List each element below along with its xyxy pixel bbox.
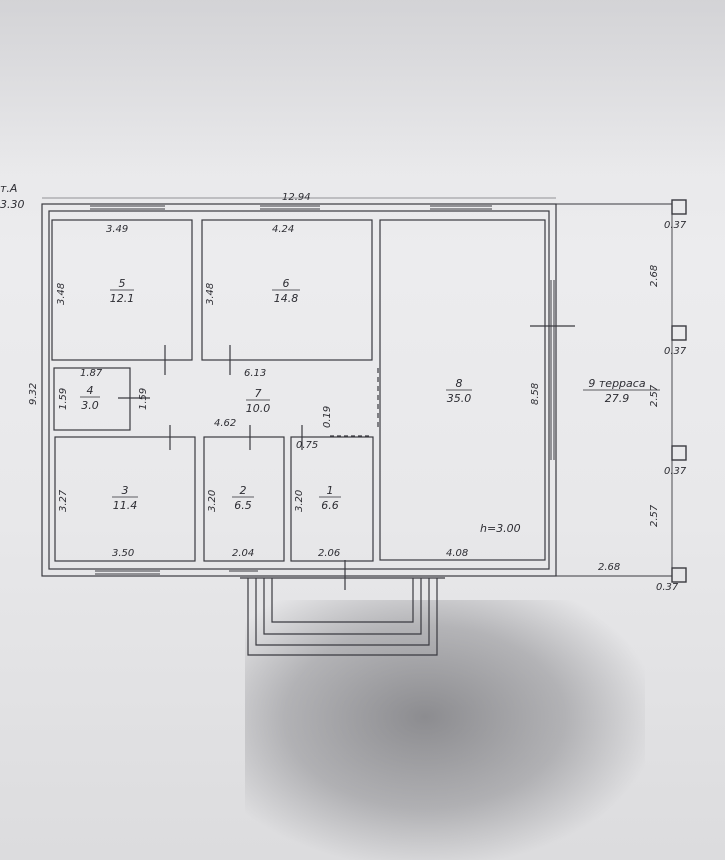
room-area: 6.6 xyxy=(321,499,339,512)
room-3-label: 3 11.4 xyxy=(112,484,138,512)
room-number: 2 xyxy=(240,484,247,497)
room-8-label: 8 35.0 xyxy=(446,377,472,405)
room-5-outline xyxy=(51,219,193,361)
room5-height-dim: 3.48 xyxy=(56,283,67,305)
room-1-label: 1 6.6 xyxy=(319,484,341,512)
room-area: 11.4 xyxy=(113,499,138,512)
room-5-label: 5 12.1 xyxy=(110,277,135,305)
room-4-outline xyxy=(53,367,131,431)
terrace-outline xyxy=(556,203,673,577)
room-1-outline xyxy=(290,436,374,562)
room-area: 14.8 xyxy=(274,292,299,305)
top-shade xyxy=(0,0,725,170)
post-size-1: 0.37 xyxy=(664,220,687,231)
hall-width-dim: 6.13 xyxy=(244,368,266,379)
terrace-span-2-dim: 2.57 xyxy=(649,384,660,407)
post-size-4: 0.37 xyxy=(656,582,679,593)
room-number: 3 xyxy=(122,484,129,497)
corridor-width-dim: 4.62 xyxy=(214,418,236,429)
room-number: 6 xyxy=(283,277,290,290)
room5-width-dim: 3.49 xyxy=(106,224,128,235)
room8-width-dim: 4.08 xyxy=(446,548,468,559)
room-area: 10.0 xyxy=(246,402,271,415)
terrace-posts xyxy=(671,199,687,583)
room3-width-dim: 3.50 xyxy=(112,548,134,559)
room-3-outline xyxy=(54,436,196,562)
corridor-gap-dim: 0.19 xyxy=(322,406,333,428)
post-size-3: 0.37 xyxy=(664,466,687,477)
room3-height-dim: 3.27 xyxy=(58,489,69,512)
room6-height-dim: 3.48 xyxy=(205,283,216,305)
terrace-span-1-dim: 2.68 xyxy=(649,265,660,287)
room-number: 1 xyxy=(327,484,334,497)
phone-shadow xyxy=(245,600,645,860)
room1-height-dim: 3.20 xyxy=(294,490,305,512)
room-area: 12.1 xyxy=(110,292,135,305)
overall-depth-dim: 9.32 xyxy=(28,383,39,405)
post-size-2: 0.37 xyxy=(664,346,687,357)
room-2-label: 2 6.5 xyxy=(232,484,254,512)
outer-wall-inner xyxy=(48,210,550,570)
room1-width-dim: 2.06 xyxy=(318,548,340,559)
terrace-width-dim: 2.68 xyxy=(598,562,620,573)
room2-width-dim: 2.04 xyxy=(232,548,254,559)
room6-width-dim: 4.24 xyxy=(272,224,294,235)
room-9-terrace-label: 9 терраса 27.9 xyxy=(583,377,660,405)
room2-height-dim: 3.20 xyxy=(207,490,218,512)
room-number: 9 терраса xyxy=(588,377,645,390)
room-number: 4 xyxy=(87,384,94,397)
overall-width-dim: 12.94 xyxy=(282,192,311,203)
porch-steps xyxy=(240,577,445,656)
room-number: 7 xyxy=(255,387,262,400)
room-4-label: 4 3.0 xyxy=(80,384,100,412)
axis-level: 3.30 xyxy=(0,198,25,211)
room8-depth-dim: 8.58 xyxy=(530,383,541,405)
room1-offset-dim: 0.75 xyxy=(296,440,318,451)
ceiling-height: h=3.00 xyxy=(480,522,521,535)
axis-label: т.А xyxy=(0,182,17,195)
outer-wall xyxy=(41,203,557,577)
room-2-outline xyxy=(203,436,285,562)
room-8-outline xyxy=(379,219,546,561)
room4-height-dim: 1.59 xyxy=(58,388,69,410)
room-area: 3.0 xyxy=(81,399,99,412)
room4-height-right-dim: 1.59 xyxy=(138,388,149,410)
room-number: 8 xyxy=(456,377,463,390)
room-7-label: 7 10.0 xyxy=(246,387,271,415)
room-number: 5 xyxy=(119,277,126,290)
room-area: 27.9 xyxy=(605,392,630,405)
terrace-span-3-dim: 2.57 xyxy=(649,504,660,527)
room-6-label: 6 14.8 xyxy=(272,277,300,305)
room-area: 35.0 xyxy=(447,392,472,405)
room-area: 6.5 xyxy=(234,499,252,512)
room4-width-dim: 1.87 xyxy=(80,368,103,379)
room-6-outline xyxy=(201,219,373,361)
